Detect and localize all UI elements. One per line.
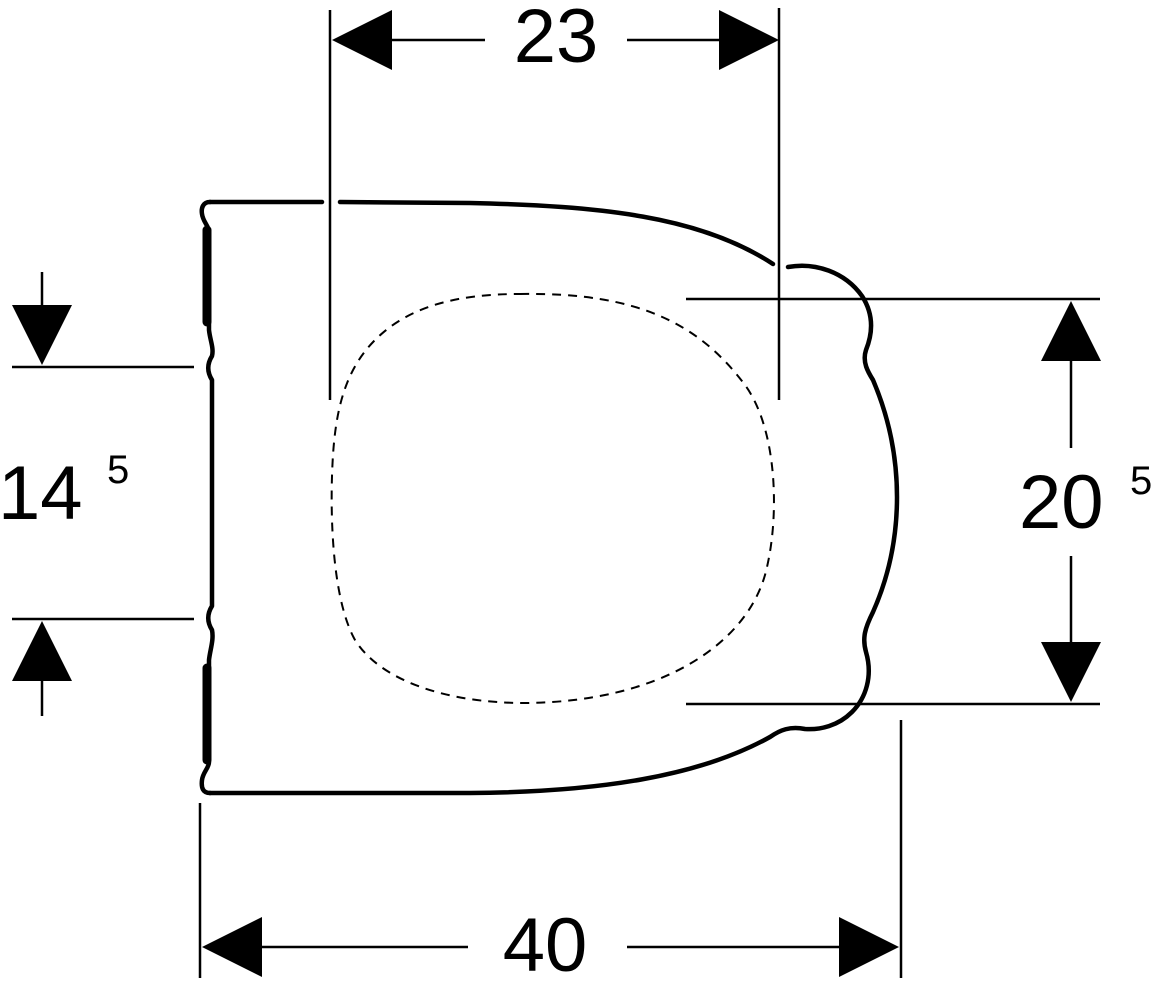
seat-outline: [199, 199, 900, 796]
dimension-20-5: 20 5: [1019, 301, 1152, 702]
arrowhead-14-bottom: [12, 621, 72, 681]
arrowhead-40-left: [202, 917, 262, 977]
dim-label-20: 20: [1019, 460, 1104, 545]
dim-label-14-superscript: 5: [107, 448, 129, 492]
arrowhead-20-bottom: [1041, 642, 1101, 702]
dim-label-14: 14: [0, 451, 83, 536]
arrowhead-40-right: [839, 917, 899, 977]
arrowhead-23-right: [719, 10, 779, 70]
seat-front-lobe: [207, 263, 900, 796]
dimension-14-5: 14 5: [0, 272, 129, 716]
seat-top-edge: [207, 199, 776, 267]
seat-rear-edge: [199, 199, 215, 796]
arrowhead-23-left: [332, 10, 392, 70]
extension-lines: [12, 8, 1100, 978]
arrowhead-14-top: [12, 305, 72, 365]
dim-label-40: 40: [503, 903, 588, 984]
dim-label-20-superscript: 5: [1130, 459, 1152, 503]
dim-label-23: 23: [514, 0, 599, 79]
dimension-40: 40: [202, 903, 899, 984]
dimension-23: 23: [332, 0, 779, 79]
seat-opening-dashed: [330, 292, 775, 705]
arrowhead-20-top: [1041, 301, 1101, 361]
